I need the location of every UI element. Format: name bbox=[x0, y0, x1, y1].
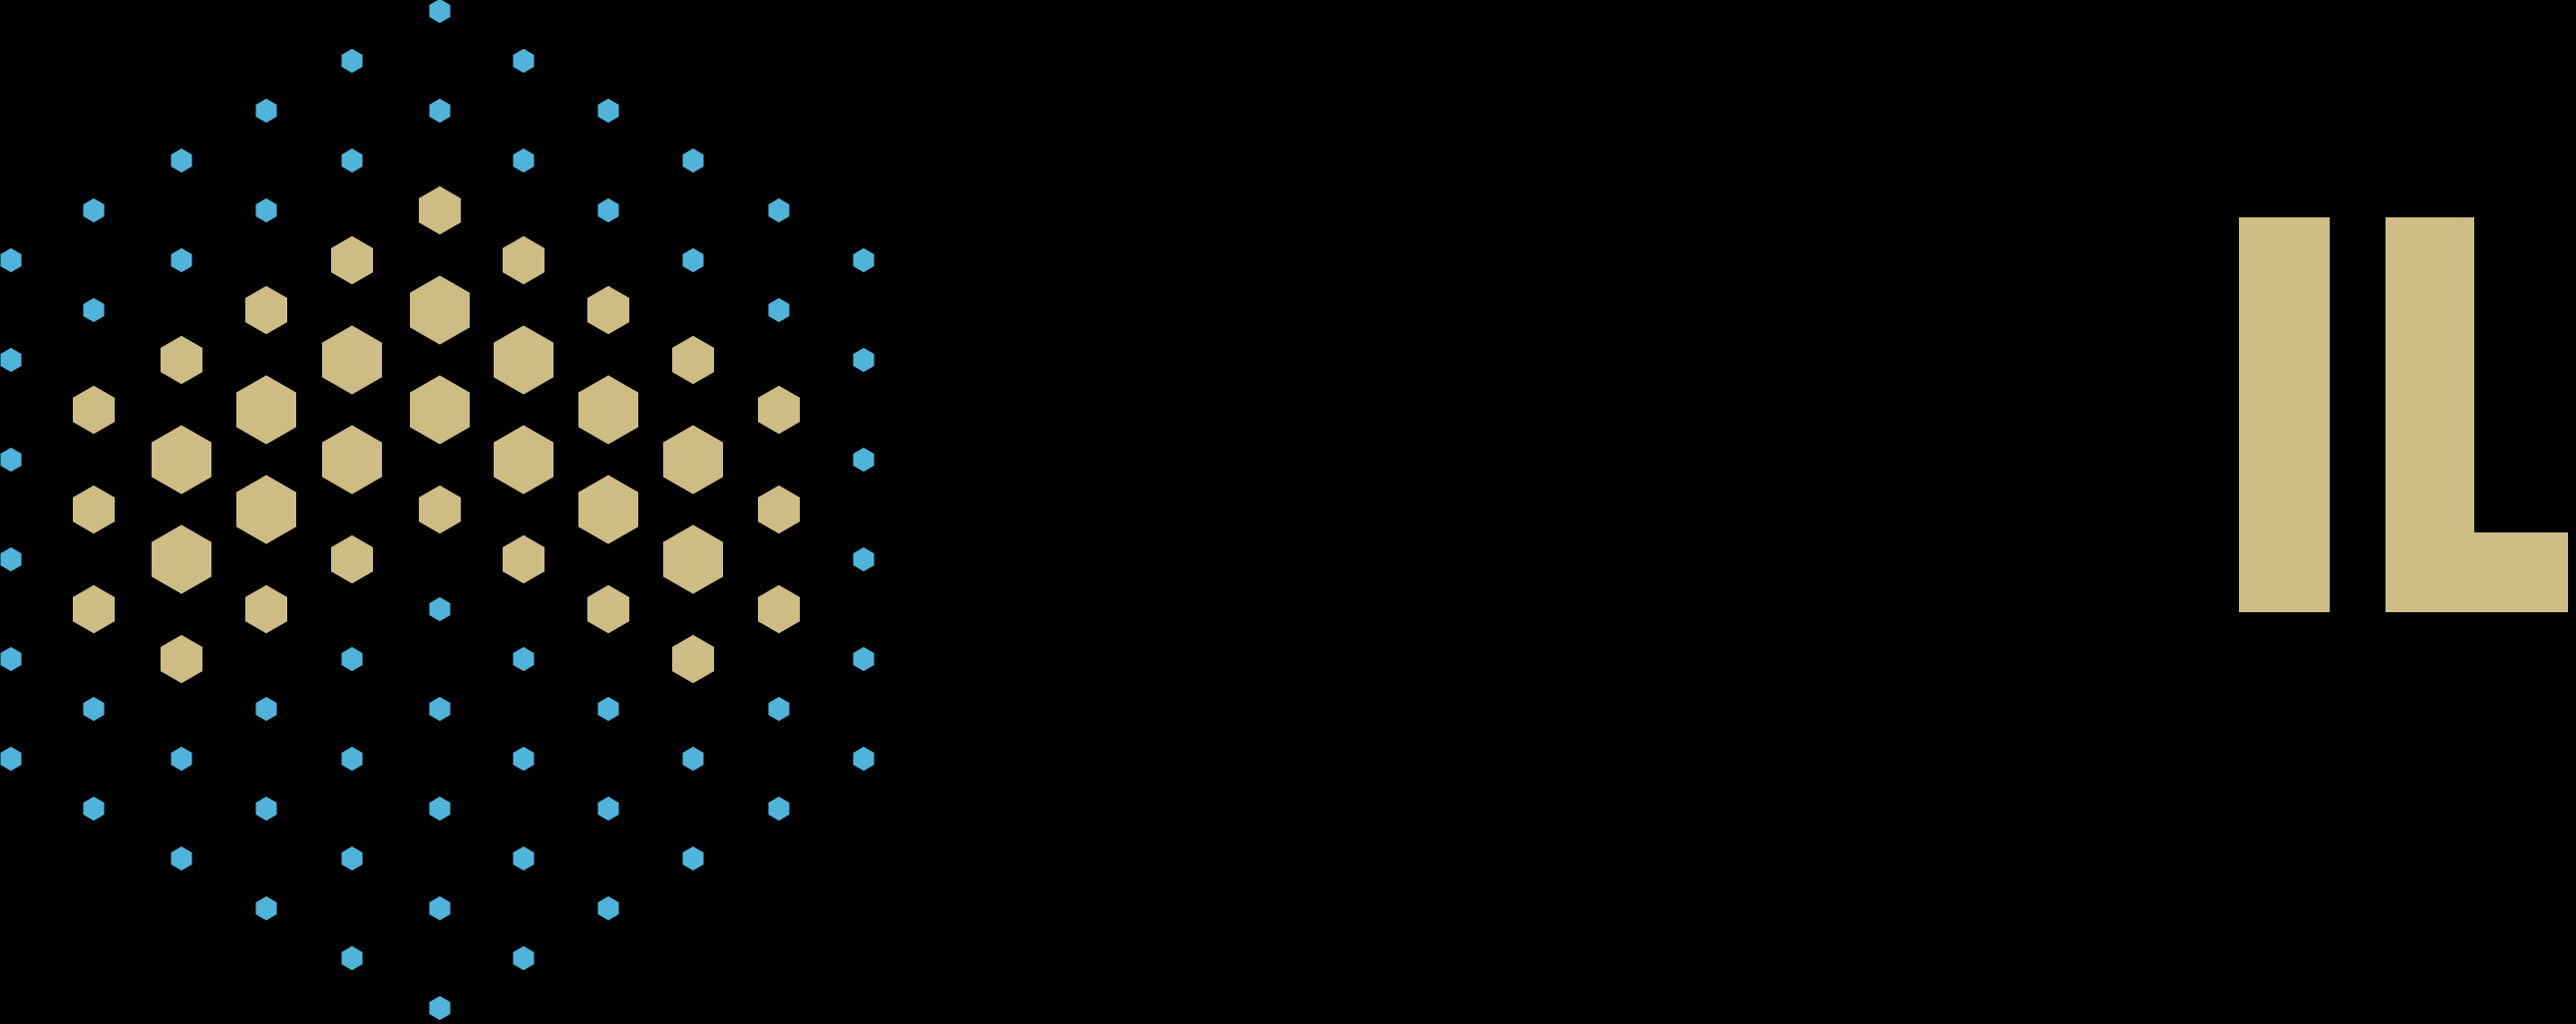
letter-L bbox=[2386, 217, 2568, 612]
hexagon-gold-42 bbox=[758, 385, 800, 435]
hexagon-gold-42 bbox=[161, 335, 202, 385]
hexagon-blue-21 bbox=[255, 895, 277, 921]
hexagon-blue-21 bbox=[853, 746, 875, 772]
hexagon-blue-21 bbox=[597, 98, 619, 124]
hexagon-gold-42 bbox=[587, 285, 629, 335]
hexagon-blue-21 bbox=[171, 846, 192, 871]
hexagon-blue-21 bbox=[83, 696, 105, 722]
hexagon-blue-21 bbox=[255, 197, 277, 223]
hexagon-blue-21 bbox=[83, 796, 105, 822]
hexagon-blue-21 bbox=[341, 148, 363, 173]
hexagon-blue-21 bbox=[429, 895, 451, 921]
hexagon-gold-42 bbox=[758, 485, 800, 534]
hexagon-blue-21 bbox=[597, 895, 619, 921]
hexagon-blue-21 bbox=[429, 696, 451, 722]
hexagon-blue-21 bbox=[0, 646, 22, 672]
hexagon-blue-21 bbox=[171, 148, 192, 173]
hexagon-blue-21 bbox=[341, 646, 363, 672]
hexagon-gold-42 bbox=[419, 485, 461, 534]
hexagon-gold-42 bbox=[161, 634, 202, 684]
hexagon-blue-21 bbox=[597, 197, 619, 223]
hexagon-blue-21 bbox=[682, 148, 704, 173]
hexagon-blue-21 bbox=[255, 98, 277, 124]
hexagon-blue-21 bbox=[513, 945, 535, 971]
hexagon-blue-21 bbox=[171, 247, 192, 273]
hexagon-gold-42 bbox=[73, 385, 115, 435]
hexagon-gold-60 bbox=[663, 425, 723, 495]
hexagon-gold-60 bbox=[578, 375, 638, 445]
hexagon-gold-42 bbox=[73, 584, 115, 634]
hexagon-gold-42 bbox=[73, 485, 115, 534]
hexagon-blue-21 bbox=[429, 0, 451, 24]
hexagon-blue-21 bbox=[853, 447, 875, 473]
hexagon-blue-21 bbox=[429, 796, 451, 822]
letter-I bbox=[2239, 217, 2330, 612]
hexagon-blue-21 bbox=[768, 796, 790, 822]
hexagon-gold-60 bbox=[236, 375, 296, 445]
hexagon-blue-21 bbox=[341, 48, 363, 74]
hexagon-blue-21 bbox=[853, 247, 875, 273]
wordmark-IL bbox=[2239, 217, 2568, 612]
hexagon-gold-42 bbox=[245, 584, 287, 634]
hexagon-blue-21 bbox=[682, 746, 704, 772]
hexagon-blue-21 bbox=[513, 646, 535, 672]
hexagon-gold-60 bbox=[663, 524, 723, 594]
hexagon-blue-21 bbox=[255, 696, 277, 722]
hexagon-blue-21 bbox=[0, 347, 22, 373]
hexagon-gold-60 bbox=[494, 425, 553, 495]
hexagon-blue-21 bbox=[341, 846, 363, 871]
letter-L-stroke bbox=[2386, 217, 2474, 612]
hexagon-blue-21 bbox=[682, 247, 704, 273]
hexagon-blue-21 bbox=[0, 247, 22, 273]
hexagon-blue-21 bbox=[83, 297, 105, 323]
hexagon-blue-21 bbox=[513, 148, 535, 173]
hexagon-gold-60 bbox=[152, 524, 211, 594]
hexagon-blue-21 bbox=[768, 696, 790, 722]
hexagon-gold-60 bbox=[236, 475, 296, 544]
hexagon-gold-60 bbox=[578, 475, 638, 544]
hexagon-gold-60 bbox=[152, 425, 211, 495]
hexagon-gold-60 bbox=[494, 325, 553, 395]
hexagon-gold-42 bbox=[331, 235, 373, 285]
hexagon-gold-42 bbox=[587, 584, 629, 634]
hexagon-gold-60 bbox=[322, 325, 382, 395]
hexagon-blue-21 bbox=[429, 596, 451, 622]
hexagon-blue-21 bbox=[513, 746, 535, 772]
hexagon-gold-60 bbox=[410, 375, 470, 445]
hexagon-gold-42 bbox=[331, 534, 373, 584]
hexagon-blue-21 bbox=[83, 197, 105, 223]
hexagon-blue-21 bbox=[513, 846, 535, 871]
hexagon-halftone-pattern bbox=[0, 0, 875, 1021]
hexagon-gold-42 bbox=[503, 235, 545, 285]
hexagon-blue-21 bbox=[597, 796, 619, 822]
hexagon-blue-21 bbox=[341, 746, 363, 772]
hexagon-gold-42 bbox=[503, 534, 545, 584]
hexagon-gold-42 bbox=[245, 285, 287, 335]
letter-I-stroke bbox=[2239, 217, 2330, 612]
hexagon-blue-21 bbox=[171, 746, 192, 772]
hexagon-blue-21 bbox=[0, 746, 22, 772]
hexagon-blue-21 bbox=[429, 995, 451, 1021]
hexagon-gold-60 bbox=[410, 275, 470, 345]
hexagon-gold-42 bbox=[672, 634, 714, 684]
hexagon-blue-21 bbox=[682, 846, 704, 871]
hexagon-blue-21 bbox=[0, 447, 22, 473]
hexagon-gold-42 bbox=[758, 584, 800, 634]
hexagon-blue-21 bbox=[255, 796, 277, 822]
hexagon-blue-21 bbox=[597, 696, 619, 722]
hexagon-blue-21 bbox=[768, 297, 790, 323]
hexagon-blue-21 bbox=[853, 546, 875, 572]
hexagon-blue-21 bbox=[853, 347, 875, 373]
hexagon-gold-60 bbox=[322, 425, 382, 495]
letter-L-stroke bbox=[2473, 532, 2568, 612]
hexagon-blue-21 bbox=[0, 546, 22, 572]
hexagon-gold-42 bbox=[419, 185, 461, 235]
hexagon-blue-21 bbox=[429, 98, 451, 124]
hexagon-blue-21 bbox=[768, 197, 790, 223]
hexagon-gold-42 bbox=[672, 335, 714, 385]
hexagon-blue-21 bbox=[513, 48, 535, 74]
hexagon-blue-21 bbox=[853, 646, 875, 672]
hexagon-blue-21 bbox=[341, 945, 363, 971]
